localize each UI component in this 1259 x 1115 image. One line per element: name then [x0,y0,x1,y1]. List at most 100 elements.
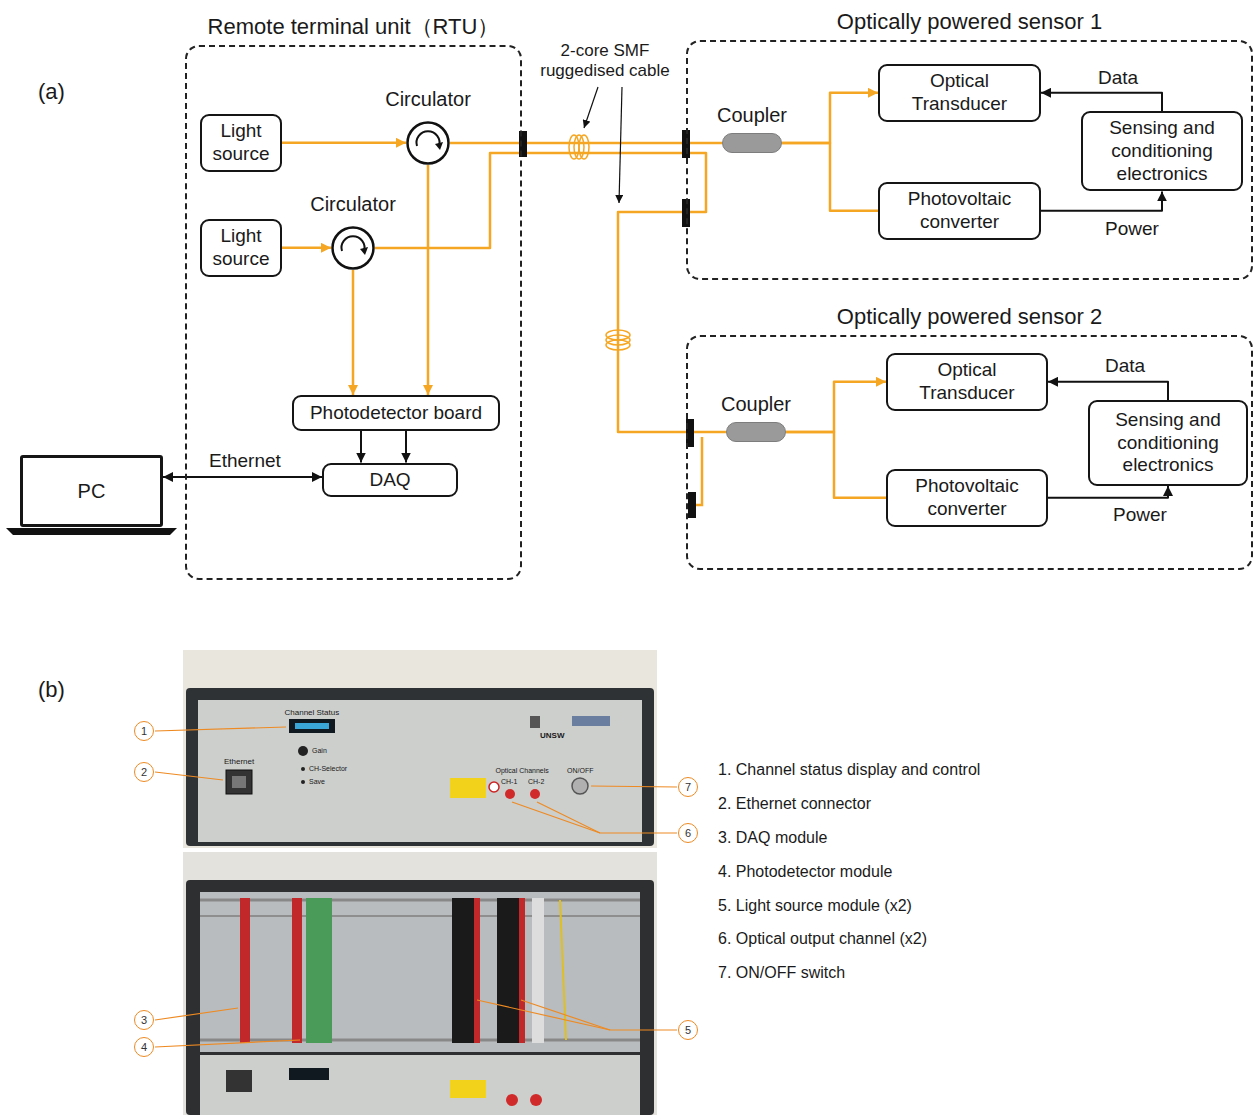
callout-leader [155,727,677,1047]
circulator-outline [408,123,449,164]
equipment-photo-top [232,776,246,788]
equipment-photo-open [292,898,302,1043]
equipment-photo-open [452,898,474,1043]
box-label: Sensing and conditioning electronics [1089,117,1235,185]
equipment-photo-top [530,789,540,799]
cable-leader [584,87,598,128]
callout-number: 4 [134,1037,154,1057]
fibre-coil [606,340,630,350]
optical-fibre [786,432,886,498]
callout-legend-text: 5. Light source module (x2) [718,896,912,915]
panel-marking: Save [309,778,325,786]
component-label: Circulator [385,87,471,111]
process-box: Sensing and conditioning electronics [1081,111,1243,191]
equipment-photo-top [183,650,657,848]
component-label: Coupler [721,392,791,416]
equipment-photo-top [289,719,335,733]
fibre-stub [696,437,702,505]
equipment-photo-open [240,898,250,1043]
box-label: Optical Transducer [886,70,1033,116]
equipment-photo-top [489,782,499,792]
equipment-photo-open [519,898,525,1043]
equipment-photo-open [200,899,640,902]
equipment-photo-top [298,746,308,756]
box-label: Optical Transducer [894,359,1040,405]
dashed-enclosure: Optically powered sensor 2CouplerOptical… [686,335,1253,570]
callout-leader [521,1000,610,1030]
equipment-photo-open [186,880,654,1115]
optical-fibre [282,247,331,250]
cable-label: 2-core SMF ruggedised cable [530,41,680,82]
callout-legend-text: 7. ON/OFF switch [718,963,845,982]
callout-number: 1 [134,721,154,741]
circulator-symbol: Circulator [331,226,375,270]
callout-leader [512,802,600,833]
panel-marking: ON/OFF [567,767,593,775]
cable-leader [619,87,622,203]
edge-label: Ethernet [207,450,283,473]
fibre-stub [696,437,702,505]
component-label: Coupler [717,103,787,127]
edge-label: Data [1096,67,1140,90]
panel-label: (a) [38,79,65,105]
box-label: PC [78,480,106,503]
callout-leader [155,1008,238,1020]
signal-line [1048,486,1168,498]
signal-line [360,431,362,463]
circulator-outline [333,228,374,269]
equipment-photo-open [200,1055,640,1115]
panel-marking: Channel Status [285,708,340,718]
panel-marking: CH-1 [501,778,517,786]
signal-line [1048,382,1168,400]
callout-number: 7 [678,777,698,797]
optical-fibre [450,142,722,145]
group-heading: Remote terminal unit（RTU） [208,14,500,40]
callout-leader [155,772,223,780]
equipment-photo-top [505,789,515,799]
dashed-enclosure: Remote terminal unit（RTU）Light sourceCir… [185,45,522,580]
process-box: DAQ [322,463,458,498]
callout-leader [155,727,286,731]
box-label: Photovoltaic converter [886,188,1033,234]
laptop-screen: PC [20,455,163,527]
panel-label: (b) [38,677,65,703]
circulator-arrow [360,247,368,255]
equipment-photo-open [450,1080,486,1098]
process-box: Photodetector board [292,395,500,431]
group-heading: Optically powered sensor 1 [837,9,1102,35]
edge-label: Power [1111,504,1169,527]
equipment-photo-top [183,650,657,848]
box-label: Sensing and conditioning electronics [1096,409,1240,477]
equipment-photo-open [497,898,519,1043]
panel-marking: Optical Channels [496,767,549,775]
callout-legend-text: 4. Photodetector module [718,862,892,881]
process-box: Optical Transducer [878,64,1041,122]
callout-legend-text: 3. DAQ module [718,828,827,847]
equipment-photo-top [572,716,610,726]
circulator-arrow [435,142,443,150]
equipment-photo-open [200,892,640,1052]
callout-number: 2 [134,762,154,782]
laptop-base [6,528,177,535]
process-box: Light source [200,219,282,277]
callout-legend-text: 2. Ethernet connector [718,794,871,813]
panel-marking: CH-Selector [309,765,347,773]
callout-leader [591,786,677,787]
box-label: Light source [208,225,274,271]
equipment-photo-open [532,898,544,1043]
callout-legend-text: 6. Optical output channel (x2) [718,929,927,948]
equipment-photo-open [306,898,332,1043]
equipment-photo-top [530,716,540,728]
circulator-outline [331,226,375,270]
optical-fibre [352,270,355,395]
box-label: Photodetector board [300,402,492,425]
optical-fibre [282,142,406,145]
fibre-coil [569,135,630,350]
equipment-photo-top [186,688,654,846]
callout-number: 3 [134,1010,154,1030]
callout-leader [537,802,677,833]
equipment-photo-open [183,852,657,1115]
signal-line [1041,93,1162,111]
